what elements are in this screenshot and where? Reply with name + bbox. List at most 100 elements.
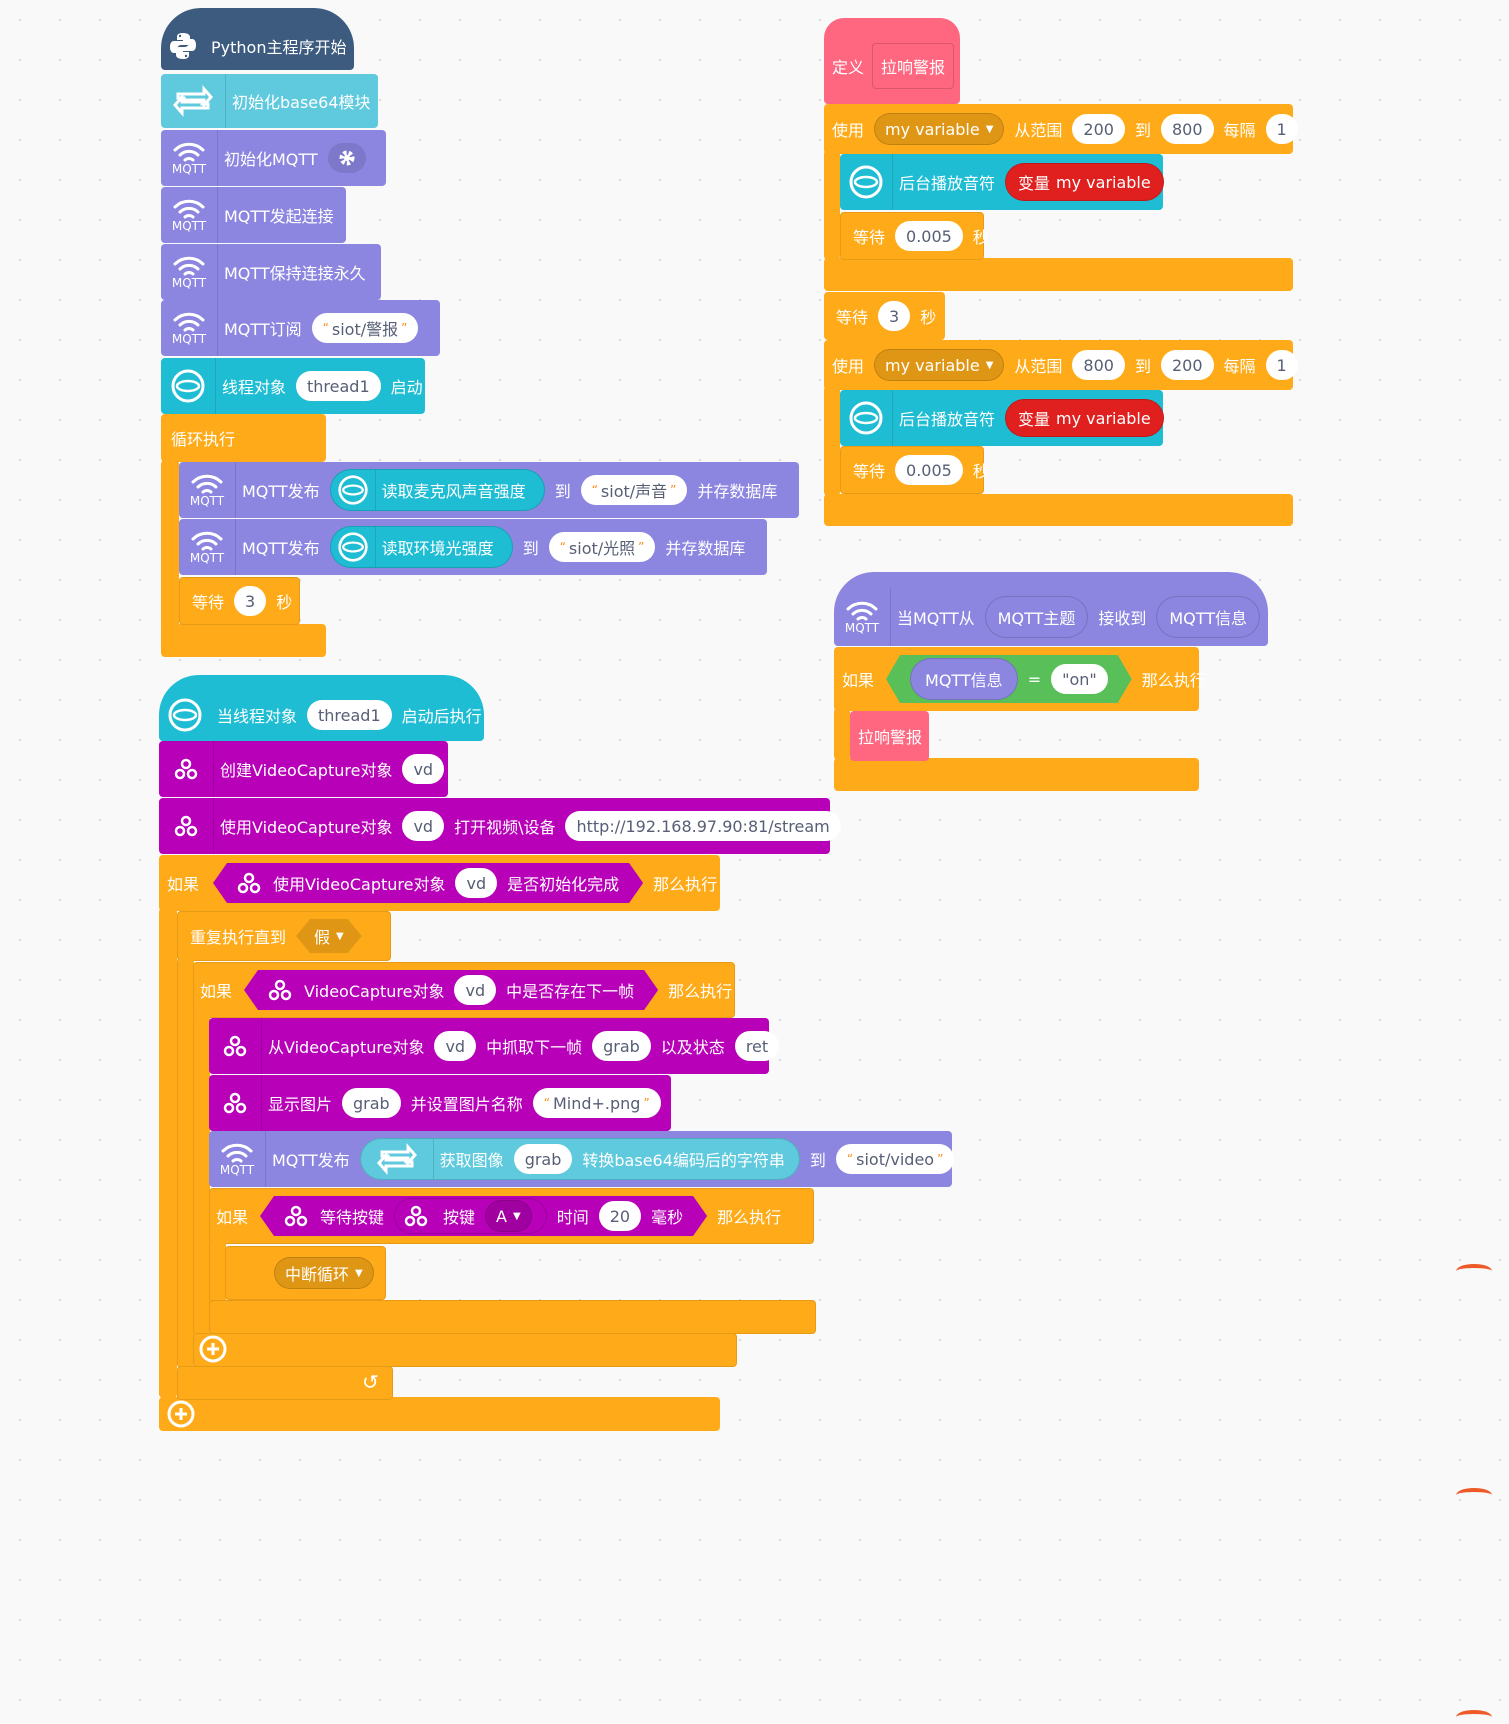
init-base64-block[interactable]: 初始化base64模块 — [161, 74, 378, 128]
grab-var-input[interactable]: grab — [513, 1144, 573, 1174]
mqtt-topic-reporter[interactable]: MQTT主题 — [984, 596, 1089, 638]
to-label: 到 — [554, 482, 571, 501]
mqtt-message-reporter[interactable]: MQTT信息 — [910, 658, 1018, 700]
grab-var-input[interactable]: grab — [342, 1088, 401, 1118]
call-alarm-block[interactable]: 拉响警报 — [850, 711, 929, 761]
wait-seconds-input[interactable]: 3 — [234, 586, 267, 616]
wait-key-condition[interactable]: 等待按键 按键 A▼ 时间 20 毫秒 — [260, 1196, 707, 1236]
vc-var-input[interactable]: vd — [434, 1031, 477, 1061]
mqtt-publish-block[interactable]: MQTT MQTT发布 读取麦克风声音强度 到 siot/声音 并存数据库 — [179, 462, 799, 518]
wire-fragment — [1456, 1488, 1492, 1502]
mqtt-wifi-icon: MQTT — [179, 519, 236, 575]
thread-name-input[interactable]: thread1 — [296, 371, 381, 401]
time-input[interactable]: 20 — [599, 1201, 641, 1231]
repeat-arrow-icon: ↺ — [362, 1370, 379, 1394]
key-dropdown[interactable]: A▼ — [485, 1200, 532, 1232]
variable-dropdown[interactable]: my variable▼ — [874, 349, 1005, 381]
vc-var-input[interactable]: vd — [402, 811, 445, 841]
variable-reporter[interactable]: 变量 my variable — [1005, 163, 1164, 201]
wire-fragment — [1456, 1264, 1492, 1278]
create-videocapture-block[interactable]: 创建VideoCapture对象 vd — [159, 741, 448, 797]
repeat-until-block[interactable]: 重复执行直到 假 ▼ — [177, 911, 391, 961]
forever-bottom — [161, 624, 326, 657]
equals-condition[interactable]: MQTT信息 = "on" — [886, 655, 1132, 703]
key-reporter[interactable]: 按键 A▼ — [394, 1198, 547, 1234]
mqtt-publish-video-block[interactable]: MQTT MQTT发布 获取图像 grab 转换base64编码后的字符串 到 … — [209, 1131, 955, 1187]
to-label: 到 — [522, 539, 539, 558]
if-next-frame-bottom — [193, 1333, 737, 1367]
if-opened-block[interactable]: 如果 使用VideoCapture对象 vd 是否初始化完成 那么执行 — [159, 855, 720, 911]
read-mic-reporter[interactable]: 读取麦克风声音强度 — [329, 469, 545, 511]
vc-var-input[interactable]: vd — [402, 754, 445, 784]
if-on-block[interactable]: 如果 MQTT信息 = "on" 那么执行 — [834, 647, 1206, 711]
break-loop-dropdown[interactable]: 中断循环▼ — [274, 1257, 374, 1289]
image-name-input[interactable]: Mind+.png — [532, 1088, 661, 1118]
if-next-frame-block[interactable]: 如果 VideoCapture对象 vd 中是否存在下一帧 那么执行 — [193, 962, 735, 1018]
range-from-input[interactable]: 800 — [1072, 350, 1125, 380]
on-value-input[interactable]: "on" — [1051, 664, 1108, 694]
vc-var-input[interactable]: vd — [455, 868, 497, 898]
mqtt-message-reporter[interactable]: MQTT信息 — [1156, 596, 1261, 638]
mqtt-subscribe-block[interactable]: MQTT MQTT订阅 siot/警报 — [161, 300, 440, 356]
mqtt-keepalive-block[interactable]: MQTT MQTT保持连接永久 — [161, 244, 381, 300]
for-range-block[interactable]: 使用 my variable▼ 从范围 200 到 800 每隔 1 — [824, 104, 1298, 154]
wait-seconds-input[interactable]: 0.005 — [895, 455, 963, 485]
forever-block[interactable]: 循环执行 — [161, 414, 326, 462]
wait-block[interactable]: 等待 3 秒 — [824, 292, 945, 340]
variable-dropdown[interactable]: my variable▼ — [874, 113, 1005, 145]
sound-topic-input[interactable]: siot/声音 — [580, 475, 688, 505]
settings-gear-icon[interactable] — [327, 143, 366, 173]
range-step-input[interactable]: 1 — [1265, 114, 1298, 144]
range-from-input[interactable]: 200 — [1072, 114, 1125, 144]
bg-play-note-block[interactable]: 后台播放音符 变量 my variable — [840, 390, 1164, 446]
repeat-arm — [177, 958, 194, 1368]
video-topic-input[interactable]: siot/video — [835, 1144, 955, 1174]
for-range-block[interactable]: 使用 my variable▼ 从范围 800 到 200 每隔 1 — [824, 340, 1298, 390]
base64-image-reporter[interactable]: 获取图像 grab 转换base64编码后的字符串 — [359, 1138, 800, 1180]
mqtt-publish-label: MQTT发布 — [242, 539, 320, 558]
if-on-bottom — [834, 758, 1199, 791]
break-loop-block[interactable]: 中断循环▼ — [225, 1246, 386, 1300]
wait-seconds-input[interactable]: 3 — [878, 301, 911, 331]
range-to-input[interactable]: 200 — [1160, 350, 1214, 380]
open-device-block[interactable]: 使用VideoCapture对象 vd 打开视频\设备 http://192.1… — [159, 798, 841, 854]
wait-seconds-input[interactable]: 0.005 — [895, 221, 963, 251]
grab-frame-block[interactable]: 从VideoCapture对象 vd 中抓取下一帧 grab 以及状态 ret — [209, 1018, 780, 1074]
show-image-block[interactable]: 显示图片 grab 并设置图片名称 Mind+.png — [209, 1075, 671, 1131]
wait-block[interactable]: 等待 3 秒 — [179, 577, 300, 625]
range-step-input[interactable]: 1 — [1265, 350, 1298, 380]
add-else-button[interactable] — [167, 1400, 195, 1428]
define-block[interactable]: 定义 拉响警报 — [824, 18, 960, 104]
bg-play-note-block[interactable]: 后台播放音符 变量 my variable — [840, 154, 1164, 210]
stream-url-input[interactable]: http://192.168.97.90:81/stream — [565, 811, 841, 841]
for-range-bottom — [824, 494, 1293, 526]
thread-start-block[interactable]: 线程对象 thread1 启动 — [161, 358, 425, 414]
variable-reporter[interactable]: 变量 my variable — [1005, 399, 1164, 437]
add-else-button[interactable] — [199, 1335, 227, 1363]
mqtt-publish-block[interactable]: MQTT MQTT发布 读取环境光强度 到 siot/光照 并存数据库 — [179, 519, 767, 575]
grab-var-input[interactable]: grab — [592, 1031, 651, 1061]
when-thread-hat[interactable]: 当线程对象 thread1 启动后执行 — [159, 675, 484, 741]
mqtt-wifi-icon: MQTT — [161, 244, 218, 300]
mqtt-connect-block[interactable]: MQTT MQTT发起连接 — [161, 187, 346, 243]
has-next-frame-condition[interactable]: VideoCapture对象 vd 中是否存在下一帧 — [244, 970, 658, 1010]
when-mqtt-received-hat[interactable]: MQTT 当MQTT从 MQTT主题 接收到 MQTT信息 — [834, 572, 1268, 646]
false-dropdown[interactable]: 假 ▼ — [296, 919, 362, 953]
range-to-input[interactable]: 800 — [1160, 114, 1214, 144]
init-mqtt-block[interactable]: MQTT 初始化MQTT — [161, 130, 386, 186]
light-topic-input[interactable]: siot/光照 — [548, 532, 656, 562]
wait-block[interactable]: 等待 0.005 秒 — [840, 446, 989, 494]
thread-name-input[interactable]: thread1 — [307, 700, 392, 730]
is-opened-condition[interactable]: 使用VideoCapture对象 vd 是否初始化完成 — [213, 863, 643, 903]
if-wait-key-arm — [209, 1241, 226, 1303]
wait-block[interactable]: 等待 0.005 秒 — [840, 212, 989, 260]
if-next-frame-arm — [193, 1015, 210, 1335]
func-name-prototype[interactable]: 拉响警报 — [872, 43, 955, 89]
vc-var-input[interactable]: vd — [454, 975, 496, 1005]
python-start-hat[interactable]: Python主程序开始 — [161, 8, 354, 70]
init-base64-label: 初始化base64模块 — [232, 93, 371, 112]
ret-var-input[interactable]: ret — [734, 1031, 780, 1061]
if-wait-key-block[interactable]: 如果 等待按键 按键 A▼ 时间 20 毫秒 那么执行 — [209, 1188, 814, 1244]
subscribe-topic-input[interactable]: siot/警报 — [311, 313, 419, 343]
read-light-reporter[interactable]: 读取环境光强度 — [329, 526, 513, 568]
